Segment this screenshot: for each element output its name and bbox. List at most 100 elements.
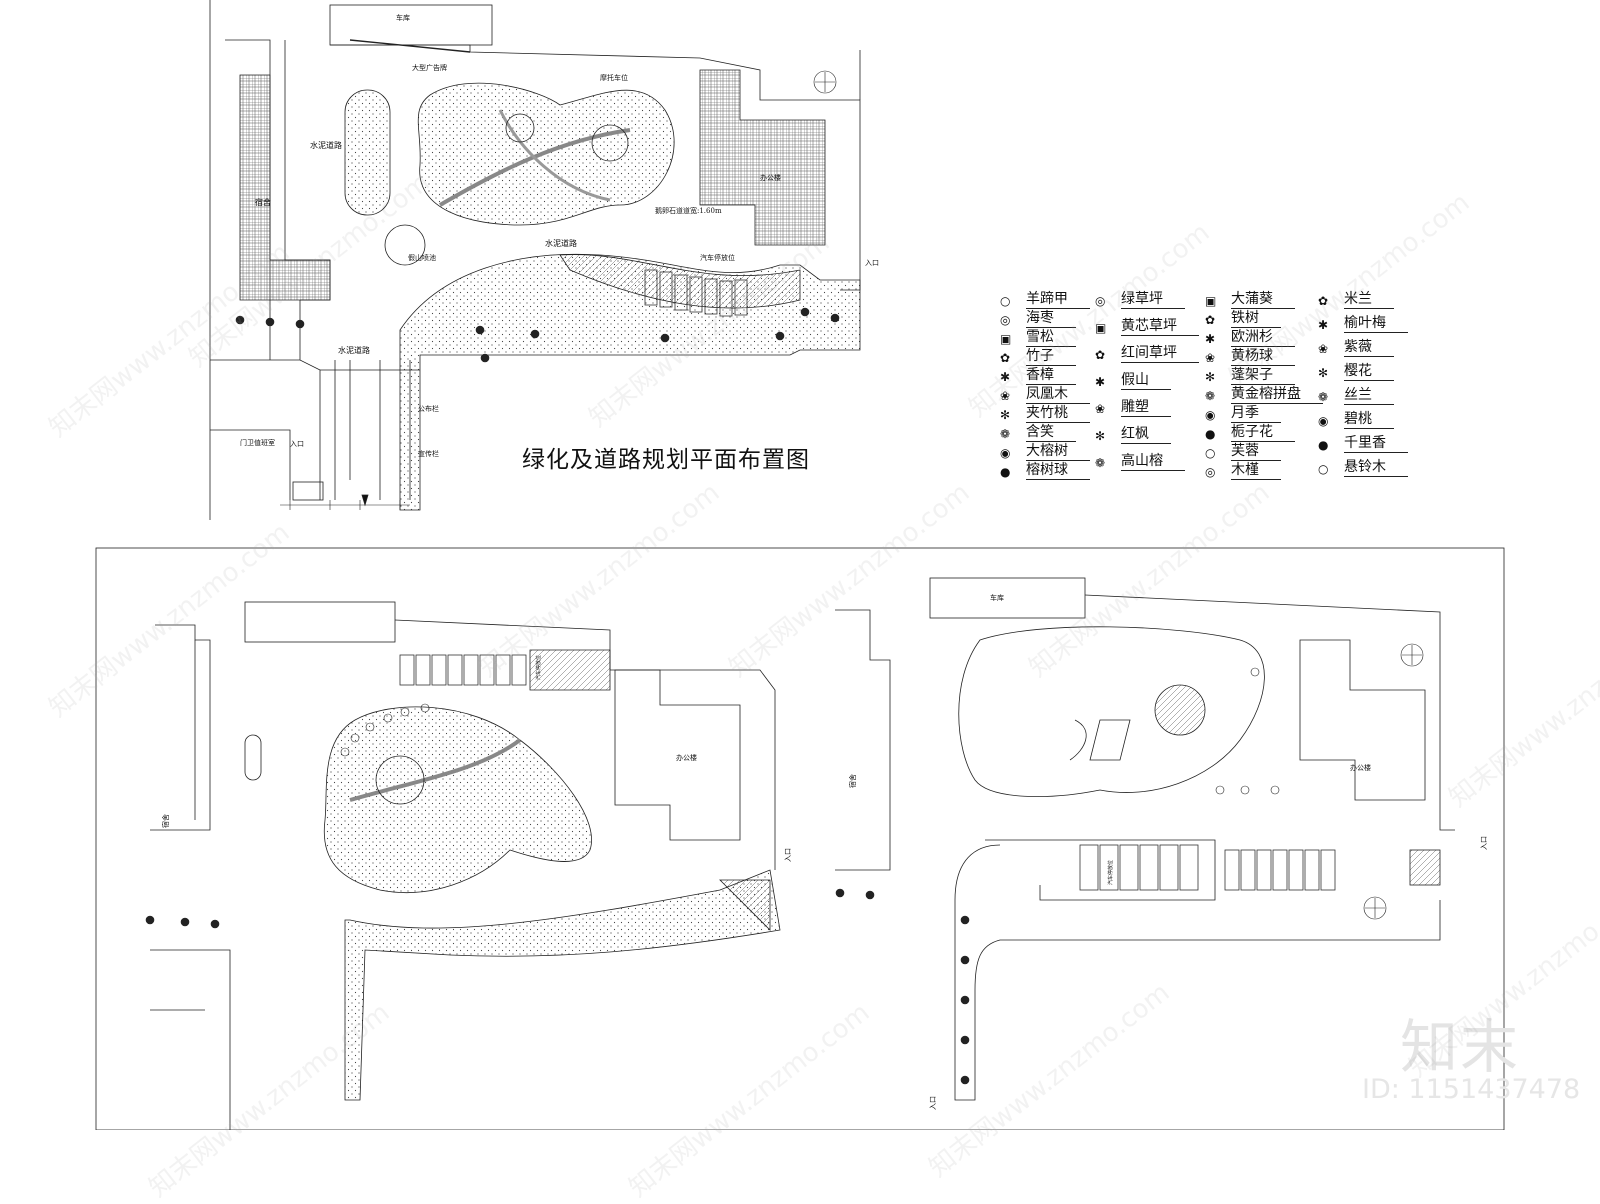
legend-label: 碧桃 [1344, 410, 1394, 429]
plan1-road-b-label: 水泥道路 [545, 238, 577, 248]
legend-label: 竹子 [1026, 347, 1076, 366]
legend-label: 雪松 [1026, 328, 1076, 347]
legend-item: ▣ 雪松 [1000, 328, 1076, 347]
plant-symbol-icon: ✿ [1318, 294, 1329, 308]
plan-2 [150, 601, 781, 1130]
legend-label: 羊蹄甲 [1026, 290, 1090, 309]
legend-label: 紫薇 [1344, 338, 1394, 357]
legend-item: ●千里香 [1318, 434, 1408, 453]
legend-label: 悬铃木 [1344, 458, 1408, 477]
plant-symbol-icon: ◉ [1318, 414, 1329, 428]
plan3-parking-label: 汽车停放位 [1107, 860, 1114, 885]
legend-label: 榆叶梅 [1344, 314, 1408, 333]
plan1-fountain-label: 假山喷池 [408, 253, 436, 262]
legend-label: 黄杨球 [1231, 347, 1295, 366]
plant-symbol-icon: ✻ [1095, 429, 1106, 443]
legend-item: ▣黄芯草坪 [1095, 317, 1199, 336]
plan1-guard-label: 门卫值班室 [240, 438, 275, 447]
legend-label: 丝兰 [1344, 386, 1394, 405]
plant-symbol-icon: ◉ [1000, 446, 1011, 460]
legend-label: 欧洲杉 [1231, 328, 1295, 347]
legend-label: 蓬架子 [1231, 366, 1295, 385]
plant-symbol-icon: ❁ [1095, 456, 1106, 470]
plant-symbol-icon: ✱ [1205, 332, 1216, 346]
legend-item: ▣大蒲葵 [1205, 290, 1295, 309]
legend-item: ❁ 丝兰 [1318, 386, 1394, 405]
plant-symbol-icon: ❁ [1318, 390, 1329, 404]
plant-symbol-icon: ▣ [1000, 332, 1012, 346]
plant-symbol-icon: ○ [1318, 462, 1329, 476]
plant-symbol-icon: ✿ [1095, 348, 1106, 362]
plan3-office-label: 办公楼 [1350, 763, 1371, 772]
legend-label: 大蒲葵 [1231, 290, 1295, 309]
legend-item: ✿米兰 [1318, 290, 1394, 309]
plant-symbol-icon: ✿ [1205, 313, 1216, 327]
plan3-garage-label: 车库 [990, 593, 1004, 602]
legend-label: 香樟 [1026, 366, 1076, 385]
legend-item: ✿ 竹子 [1000, 347, 1076, 366]
legend-label: 雕塑 [1121, 398, 1171, 417]
plant-symbol-icon: ❁ [1205, 389, 1216, 403]
plant-symbol-icon: ● [1318, 438, 1329, 452]
legend-item: ✱榆叶梅 [1318, 314, 1408, 333]
plant-legend: ○羊蹄甲◎海枣▣雪松✿竹子✱香樟❀凤凰木✻夹竹桃❁含笑◉大榕树●榕树球◎绿草坪▣… [1000, 290, 1460, 500]
plant-symbol-icon: ○ [1000, 294, 1011, 308]
legend-label: 芙蓉 [1231, 442, 1281, 461]
legend-item: ✻ 蓬架子 [1205, 366, 1295, 385]
plant-symbol-icon: ❀ [1000, 389, 1011, 403]
legend-label: 海枣 [1026, 309, 1076, 328]
legend-label: 木槿 [1231, 461, 1281, 480]
legend-label: 红间草坪 [1121, 344, 1199, 363]
plant-symbol-icon: ❀ [1318, 342, 1329, 356]
plant-symbol-icon: ● [1000, 465, 1011, 479]
legend-label: 含笑 [1026, 423, 1076, 442]
legend-item: ❁含笑 [1000, 423, 1076, 442]
plant-symbol-icon: ◎ [1095, 294, 1106, 308]
legend-label: 榕树球 [1026, 461, 1090, 480]
legend-item: ✻樱花 [1318, 362, 1394, 381]
legend-item: ❀ 黄杨球 [1205, 347, 1295, 366]
legend-item: ◎ 木槿 [1205, 461, 1281, 480]
plan1-garage-label: 车库 [396, 13, 410, 22]
drawing-title: 绿化及道路规划平面布置图 [522, 447, 810, 473]
plant-symbol-icon: ✿ [1000, 351, 1011, 365]
plan2-dorm-label: 宿舍 [161, 814, 170, 828]
plan2-parking-label: 汽车停放位 [535, 655, 542, 680]
legend-item: ○ 悬铃木 [1318, 458, 1408, 477]
legend-item: ✻红枫 [1095, 425, 1171, 444]
plan-1-greening-road [209, 0, 861, 520]
plant-symbol-icon: ○ [1205, 446, 1216, 460]
plan3-entrance-1: 入口 [1480, 836, 1488, 850]
legend-item: ◎ 海枣 [1000, 309, 1076, 328]
plant-symbol-icon: ◎ [1205, 465, 1216, 479]
legend-item: ◉ 月季 [1205, 404, 1281, 423]
plant-symbol-icon: ❀ [1205, 351, 1216, 365]
plant-symbol-icon: ◉ [1205, 408, 1216, 422]
plant-symbol-icon: ● [1205, 427, 1216, 441]
lower-frame [95, 547, 1505, 1130]
plan-labels: 车库 大型广告牌 摩托车位 水泥道路 水泥道路 水泥道路 宿舍 假山喷池 办公楼… [161, 13, 1488, 1110]
legend-label: 大榕树 [1026, 442, 1090, 461]
legend-item: ✻夹竹桃 [1000, 404, 1090, 423]
plan2-office-label: 办公楼 [676, 753, 697, 762]
plant-symbol-icon: ◎ [1000, 313, 1011, 327]
legend-label: 月季 [1231, 404, 1281, 423]
legend-item: ✿ 铁树 [1205, 309, 1281, 328]
tree-symbols [145, 70, 1424, 1085]
plant-symbol-icon: ✻ [1205, 370, 1216, 384]
legend-label: 黄金榕拼盘 [1231, 385, 1323, 404]
brand-id: ID: 1151437478 [1362, 1074, 1581, 1105]
legend-item: ○ 羊蹄甲 [1000, 290, 1090, 309]
plan1-display-label: 宣传栏 [418, 449, 439, 458]
plan1-dorm-label: 宿舍 [255, 197, 271, 207]
legend-item: ✱香樟 [1000, 366, 1076, 385]
legend-label: 绿草坪 [1121, 290, 1185, 309]
plant-symbol-icon: ▣ [1095, 321, 1107, 335]
legend-label: 假山 [1121, 371, 1171, 390]
legend-item: ❁ 黄金榕拼盘 [1205, 385, 1323, 404]
plan1-road-c-label: 水泥道路 [338, 345, 370, 355]
legend-item: ○ 芙蓉 [1205, 442, 1281, 461]
legend-label: 铁树 [1231, 309, 1281, 328]
brand-logo: 知末 [1400, 1013, 1521, 1081]
plan1-billboard-label: 大型广告牌 [412, 63, 447, 72]
